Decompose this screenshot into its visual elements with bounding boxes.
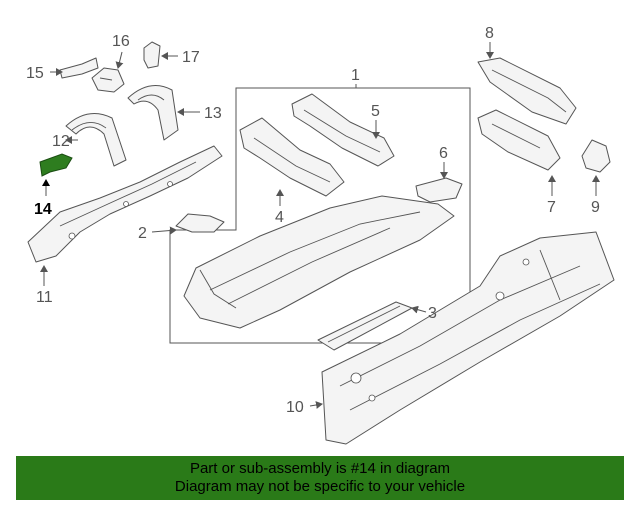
part-2 <box>175 213 225 233</box>
callout-2: 2 <box>138 225 147 242</box>
callout-3: 3 <box>428 305 437 322</box>
floor-pan <box>183 195 455 329</box>
part-17 <box>143 41 161 69</box>
part-10 <box>321 231 615 445</box>
callout-15: 15 <box>26 65 44 82</box>
part-15 <box>59 57 99 79</box>
part-12 <box>65 113 127 167</box>
callout-17: 17 <box>182 49 200 66</box>
part-16 <box>91 67 125 93</box>
callout-14: 14 <box>34 201 52 218</box>
part-4 <box>239 117 345 197</box>
callout-9: 9 <box>591 199 600 216</box>
callout-13: 13 <box>204 105 222 122</box>
callout-8: 8 <box>485 25 494 42</box>
callout-6: 6 <box>439 145 448 162</box>
callout-7: 7 <box>547 199 556 216</box>
parts-diagram: 1 2 3 4 5 6 7 8 9 10 11 12 13 14 15 16 1… <box>26 25 615 445</box>
banner-line-2: Diagram may not be specific to your vehi… <box>174 478 466 495</box>
banner-line-1: Part or sub-assembly is #14 in diagram <box>189 460 451 477</box>
callout-12: 12 <box>52 133 70 150</box>
part-6 <box>415 177 463 203</box>
callout-16: 16 <box>112 33 130 50</box>
info-banner: Part or sub-assembly is #14 in diagram D… <box>16 456 624 500</box>
callout-5: 5 <box>371 103 380 120</box>
callout-11: 11 <box>36 289 53 306</box>
callout-10: 10 <box>286 399 304 416</box>
part-7 <box>477 109 561 171</box>
part-13 <box>127 85 179 141</box>
callout-4: 4 <box>275 209 284 226</box>
part-9 <box>581 139 611 173</box>
part-11 <box>27 145 223 263</box>
part-5 <box>291 93 395 167</box>
part-14 <box>39 153 73 177</box>
callout-1: 1 <box>351 67 360 84</box>
part-8 <box>477 57 577 125</box>
assembly-outline-1 <box>169 87 471 344</box>
